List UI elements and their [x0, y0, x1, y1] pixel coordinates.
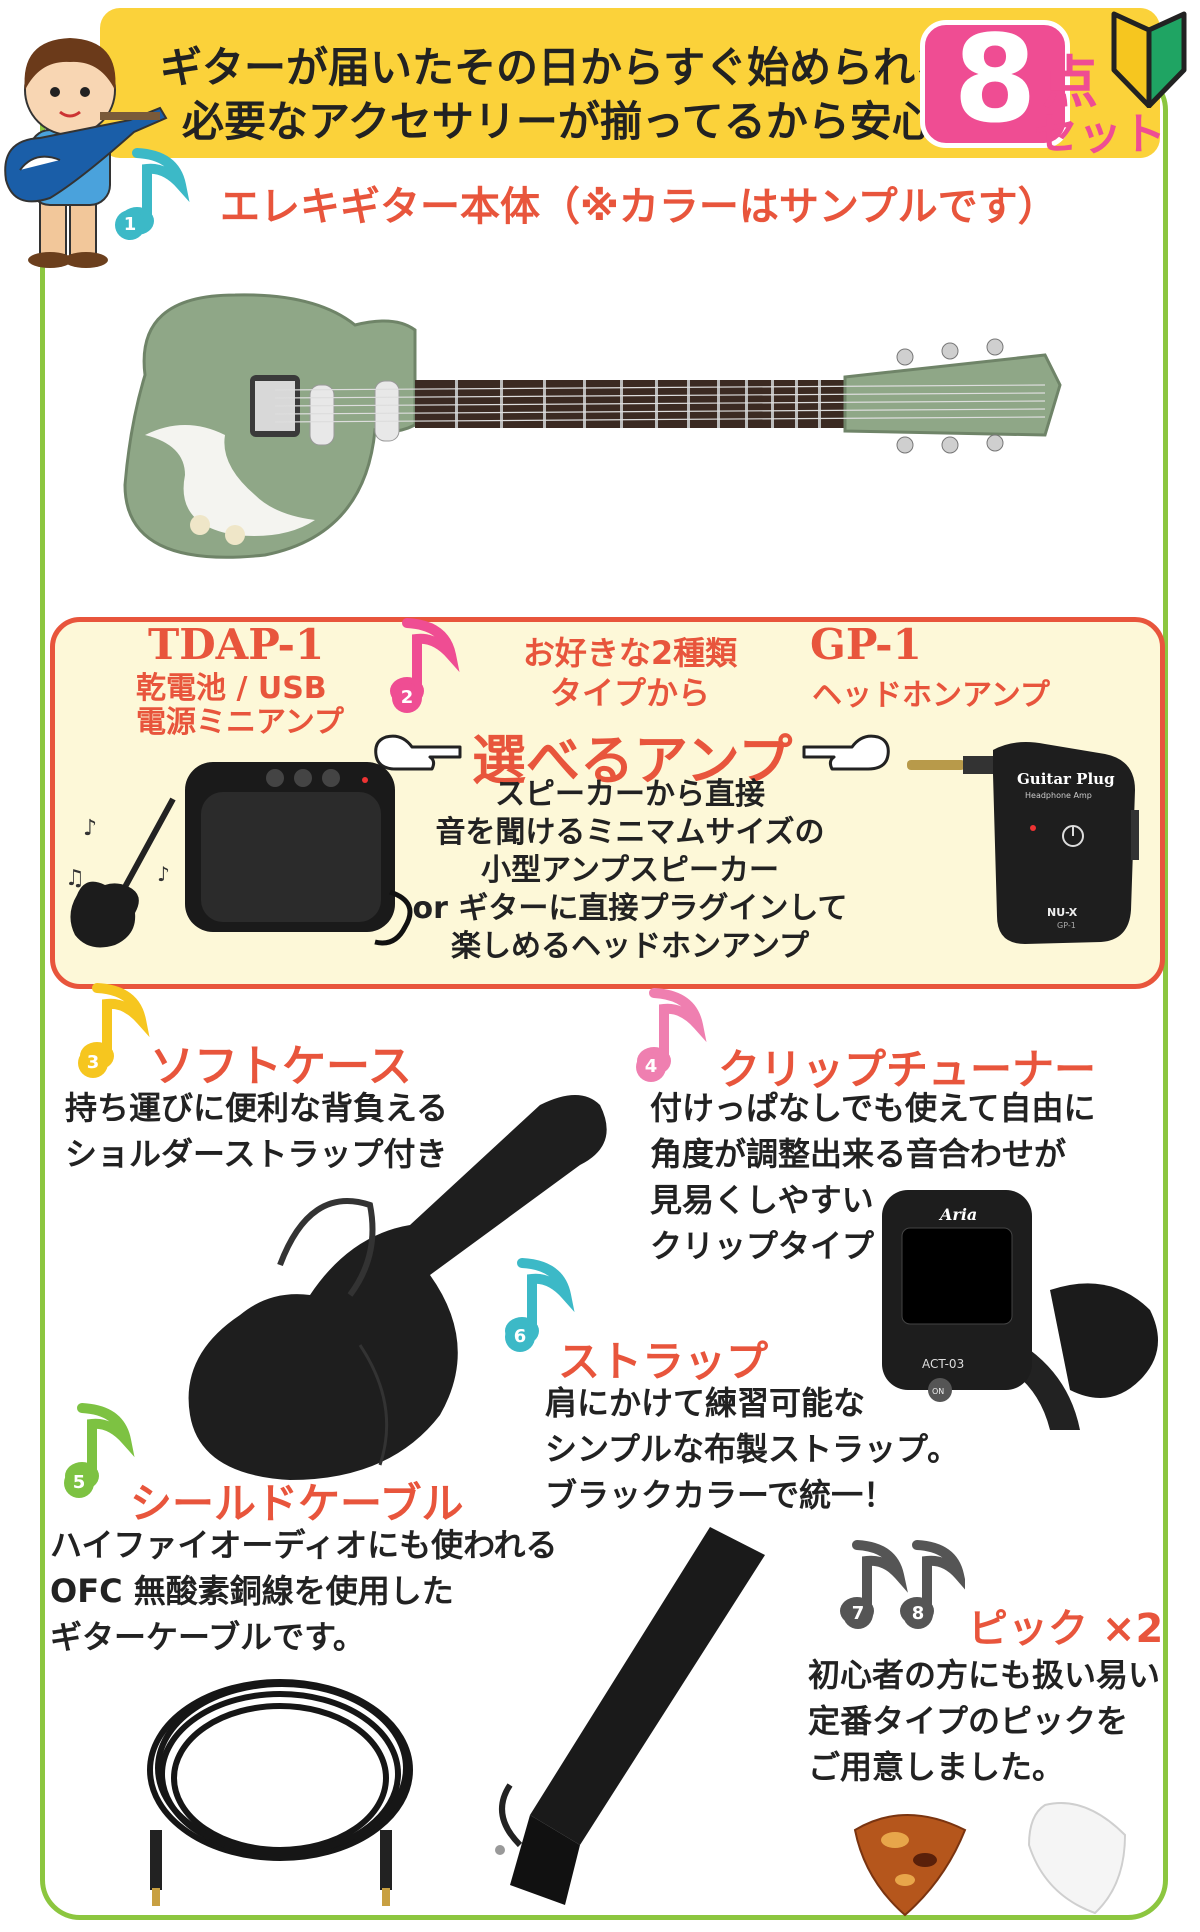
item-title-guitar: エレキギター本体（※カラーはサンプルです）: [220, 184, 1058, 230]
item-number-badge: 2: [392, 683, 422, 713]
plug-brand-text: Guitar Plug: [1017, 770, 1115, 788]
svg-text:♪: ♪: [157, 862, 170, 886]
plug-sub-text: Headphone Amp: [1025, 791, 1092, 800]
tuner-desc-line: 見易くしやすい: [650, 1181, 874, 1219]
item-title-picks: ピック ×2: [968, 1606, 1164, 1652]
amp-center-top2: タイプから: [549, 674, 710, 712]
picks-desc-line: ご用意しました。: [808, 1748, 1065, 1786]
tuner-desc-line: 角度が調整出来る音合わせが: [650, 1135, 1067, 1173]
cable-desc-line: ハイファイオーディオにも使われる: [50, 1526, 558, 1564]
amp-desc-line: 音を聞けるミニマムサイズの: [435, 815, 825, 850]
set-unit-top: 点: [1042, 51, 1098, 116]
amp-desc-line: 楽しめるヘッドホンアンプ: [451, 929, 809, 964]
item-number-badge: 5: [64, 1468, 94, 1498]
tuner-desc-line: 付けっぱなしでも使えて自由に: [650, 1089, 1096, 1127]
tuner-desc-line: クリップタイプ: [650, 1227, 875, 1265]
tuner-model-text: ACT-03: [922, 1357, 964, 1371]
banner-line-2: 必要なアクセサリーが揃ってるから安心の: [182, 97, 976, 146]
soft-case-image: [188, 1095, 607, 1480]
strap-desc-line: シンプルな布製ストラップ。: [545, 1430, 960, 1468]
mini-guitar-image: ♪ ♫ ♪: [65, 797, 176, 948]
amp-headline: 選べるアンプ: [472, 729, 793, 792]
item-number-badge: 8: [903, 1599, 933, 1629]
guitar-cable-image: [147, 1679, 413, 1906]
tortoise-pick-image: [853, 1814, 967, 1917]
soft-case-desc-line: 持ち運びに便利な背負える: [65, 1089, 449, 1127]
guitarist-boy-illustration: [4, 38, 168, 268]
item-title-cable: シールドケーブル: [130, 1479, 464, 1528]
beginner-mark-icon: [1111, 11, 1187, 108]
plug-model-text: GP-1: [1057, 921, 1076, 930]
item-number-badge: 4: [636, 1052, 666, 1082]
picks-desc-line: 定番タイプのピックを: [808, 1702, 1129, 1740]
white-pick-image: [1027, 1802, 1127, 1915]
svg-text:♫: ♫: [65, 866, 85, 891]
mini-amp-tdap1-image: [185, 762, 413, 946]
amp-desc-line: 小型アンプスピーカー: [481, 853, 779, 888]
amp-center-top1: お好きな2種類: [522, 634, 738, 672]
guitar-strap-image: [495, 1527, 765, 1905]
item-number-badge: 7: [843, 1599, 873, 1629]
amp-desc-line: or ギターに直接プラグインして: [412, 891, 848, 926]
strap-desc-line: ブラックカラーで統一！: [545, 1476, 896, 1514]
amp-left-sub2: 電源ミニアンプ: [136, 705, 344, 740]
amp-left-sub1: 乾電池 / USB: [136, 671, 327, 706]
tuner-button-text: ON: [932, 1387, 944, 1396]
cable-desc-line: OFC 無酸素銅線を使用した: [50, 1572, 454, 1610]
pointing-hand-icon: [802, 734, 890, 771]
tuner-brand-text: Aria: [938, 1205, 977, 1224]
headphone-amp-gp1-image: Guitar Plug Headphone Amp NU-X GP-1: [907, 742, 1139, 944]
amp-right-model: GP-1: [810, 620, 922, 669]
amp-right-sub: ヘッドホンアンプ: [812, 678, 1050, 713]
item-title-strap: ストラップ: [558, 1337, 769, 1386]
cable-desc-line: ギターケーブルです。: [50, 1618, 365, 1656]
pointing-hand-icon: [374, 734, 462, 771]
plug-logo-text: NU-X: [1047, 906, 1078, 919]
clip-tuner-image: Aria ACT-03 ON: [882, 1190, 1158, 1430]
set-unit-bottom: セット: [1034, 109, 1166, 160]
item-title-soft-case: ソフトケース: [150, 1041, 412, 1092]
item-number-badge: 6: [505, 1322, 535, 1352]
set-count: 8: [920, 20, 1070, 148]
strap-desc-line: 肩にかけて練習可能な: [545, 1384, 866, 1422]
amp-desc-line: スピーカーから直接: [495, 777, 765, 812]
soft-case-desc-line: ショルダーストラップ付き: [65, 1135, 448, 1173]
item-number-badge: 3: [78, 1048, 108, 1078]
item-title-clip-tuner: クリップチューナー: [718, 1045, 1097, 1094]
svg-text:♪: ♪: [83, 816, 97, 841]
item-number-badge: 1: [115, 210, 145, 240]
electric-guitar-image: [123, 293, 1062, 559]
banner-line-1: ギターが届いたその日からすぐ始められる: [160, 43, 958, 92]
amp-left-model: TDAP-1: [148, 620, 325, 669]
picks-desc-line: 初心者の方にも扱い易い: [808, 1656, 1161, 1694]
